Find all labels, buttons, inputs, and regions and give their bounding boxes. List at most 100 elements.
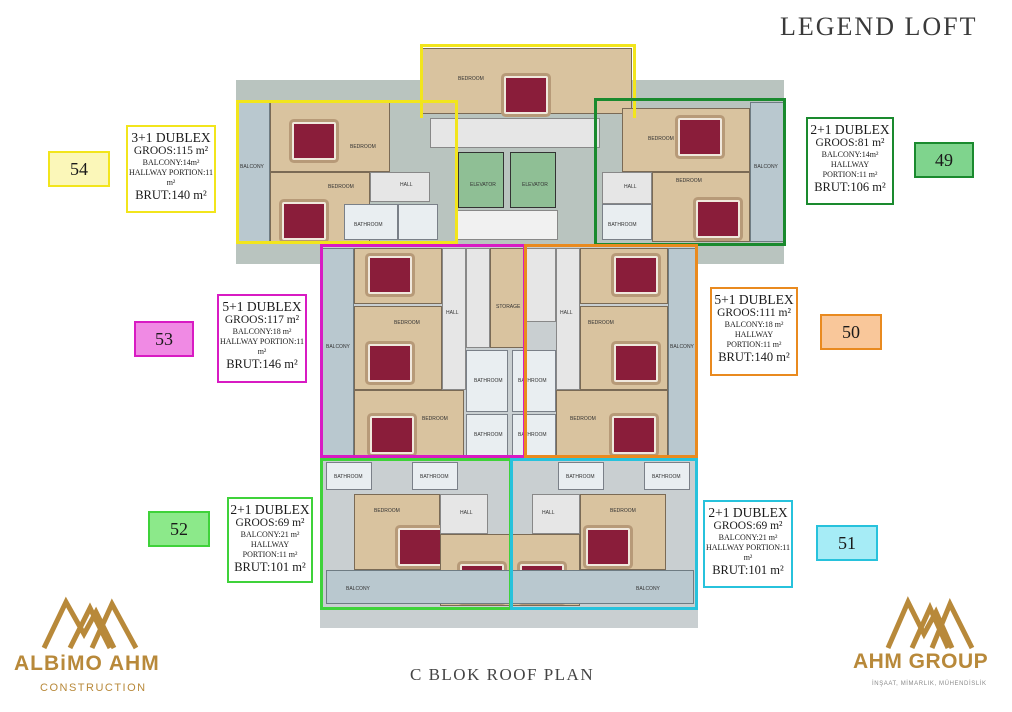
bathroom-53b [466, 414, 508, 456]
hall-54 [370, 172, 430, 202]
unit-groos: GROOS:69 m² [235, 517, 305, 529]
unit-number-54[interactable]: 54 [48, 151, 110, 187]
balcony-51 [510, 570, 694, 604]
unit-brut: BRUT:101 m² [234, 560, 306, 574]
room-label: HALL [446, 310, 459, 316]
room-label: BEDROOM [350, 144, 376, 150]
unit-number-53[interactable]: 53 [134, 321, 194, 357]
room-label: BATHROOM [518, 378, 547, 384]
unit-balcony: BALCONY:21 m² [240, 530, 300, 539]
room-label: HALL [542, 510, 555, 516]
bed-icon [614, 256, 658, 294]
unit-groos: GROOS:117 m² [224, 314, 300, 326]
ahm-group-logo-sub: İNŞAAT, MİMARLIK, MÜHENDİSLİK [872, 681, 987, 687]
room-label: BATHROOM [566, 474, 595, 480]
room-label: BATHROOM [608, 222, 637, 228]
unit-hallway: HALLWAY PORTION:11 m² [822, 160, 878, 179]
bed-icon [368, 344, 412, 382]
unit-hallway: HALLWAY PORTION:11 m² [128, 168, 214, 187]
bed-icon [696, 200, 740, 238]
room-label: BATHROOM [518, 432, 547, 438]
bed-icon [504, 76, 548, 114]
bathroom-54 [344, 204, 398, 240]
room-label: BATHROOM [474, 378, 503, 384]
unit-brut: BRUT:140 m² [718, 350, 790, 364]
unit-brut: BRUT:101 m² [712, 563, 784, 577]
room-label: HALL [460, 510, 473, 516]
room-label: BATHROOM [420, 474, 449, 480]
unit-balcony: BALCONY:14m² [142, 158, 200, 167]
unit-groos: GROOS:115 m² [133, 145, 209, 157]
room-label: BEDROOM [328, 184, 354, 190]
bed-icon [678, 118, 722, 156]
albimo-logo-mark-icon [40, 594, 140, 650]
hall-53 [442, 248, 466, 390]
unit-number-51[interactable]: 51 [816, 525, 878, 561]
unit-brut: BRUT:106 m² [814, 180, 886, 194]
unit-type: 3+1 DUBLEX [131, 130, 211, 145]
unit-type: 2+1 DUBLEX [810, 122, 890, 137]
bathroom-51 [558, 462, 604, 490]
unit-54-outline [236, 100, 458, 244]
floor-plan: BEDROOM BALCONY BEDROOM BEDROOM HALL BAT… [236, 44, 786, 628]
bed-icon [398, 528, 442, 566]
unit-number-50[interactable]: 50 [820, 314, 882, 350]
bathroom-51b [644, 462, 690, 490]
room-label: BEDROOM [676, 178, 702, 184]
unit-number-52[interactable]: 52 [148, 511, 210, 547]
bathroom-50 [512, 350, 556, 412]
unit-hallway: HALLWAY PORTION:11 m² [705, 543, 791, 562]
unit-brut: BRUT:140 m² [135, 188, 207, 202]
unit-balcony: BALCONY:18 m² [232, 327, 292, 336]
room-label: BATHROOM [652, 474, 681, 480]
room-label: STORAGE [496, 304, 521, 310]
elevator-label: ELEVATOR [470, 182, 496, 188]
room-label: HALL [400, 182, 413, 188]
ahm-group-logo-name: AHM GROUP [853, 650, 989, 673]
unit-type: 5+1 DUBLEX [222, 299, 302, 314]
hall-52 [440, 494, 488, 534]
albimo-logo-sub: CONSTRUCTION [40, 682, 147, 694]
unit-49-outline [594, 98, 786, 246]
unit-52-outline [320, 458, 512, 610]
bed-icon [292, 122, 336, 160]
unit-info-50: 5+1 DUBLEX GROOS:111 m² BALCONY:18 m² HA… [710, 287, 798, 376]
room-label: BALCONY [670, 344, 694, 350]
room-label: BALCONY [754, 164, 778, 170]
unit-50-outline [524, 244, 698, 458]
ahm-group-logo-mark-icon [884, 594, 976, 650]
unit-balcony: BALCONY:14m² [821, 150, 879, 159]
room-label: BATHROOM [354, 222, 383, 228]
room-label: HALL [624, 184, 637, 190]
room-label: BEDROOM [588, 320, 614, 326]
bathroom-52b [412, 462, 458, 490]
unit-hallway: HALLWAY PORTION:11 m² [242, 540, 298, 559]
bed-icon [370, 416, 414, 454]
bathroom-53 [466, 350, 508, 412]
unit-info-54: 3+1 DUBLEX GROOS:115 m² BALCONY:14m² HAL… [126, 125, 216, 213]
room-label: BALCONY [636, 586, 660, 592]
bed-icon [612, 416, 656, 454]
unit-type: 2+1 DUBLEX [230, 502, 310, 517]
unit-brut: BRUT:146 m² [226, 357, 298, 371]
unit-info-49: 2+1 DUBLEX GROOS:81 m² BALCONY:14m² HALL… [806, 117, 894, 205]
unit-groos: GROOS:81 m² [815, 137, 885, 149]
plan-subtitle: C BLOK ROOF PLAN [410, 665, 595, 684]
room-label: BEDROOM [458, 76, 484, 82]
unit-53-outline [320, 244, 526, 458]
stair-53 [466, 248, 490, 348]
room-label: HALL [560, 310, 573, 316]
room-label: BATHROOM [474, 432, 503, 438]
unit-type: 5+1 DUBLEX [714, 292, 794, 307]
hall-51 [532, 494, 580, 534]
bathroom-54b [398, 204, 438, 240]
room-label: BATHROOM [334, 474, 363, 480]
unit-groos: GROOS:111 m² [717, 307, 791, 319]
room-label: BALCONY [346, 586, 370, 592]
bed-icon [368, 256, 412, 294]
unit-number-49[interactable]: 49 [914, 142, 974, 178]
bathroom-50b [512, 414, 556, 456]
room-label: BEDROOM [570, 416, 596, 422]
stair-core [430, 118, 600, 148]
unit-info-52: 2+1 DUBLEX GROOS:69 m² BALCONY:21 m² HAL… [227, 497, 313, 583]
